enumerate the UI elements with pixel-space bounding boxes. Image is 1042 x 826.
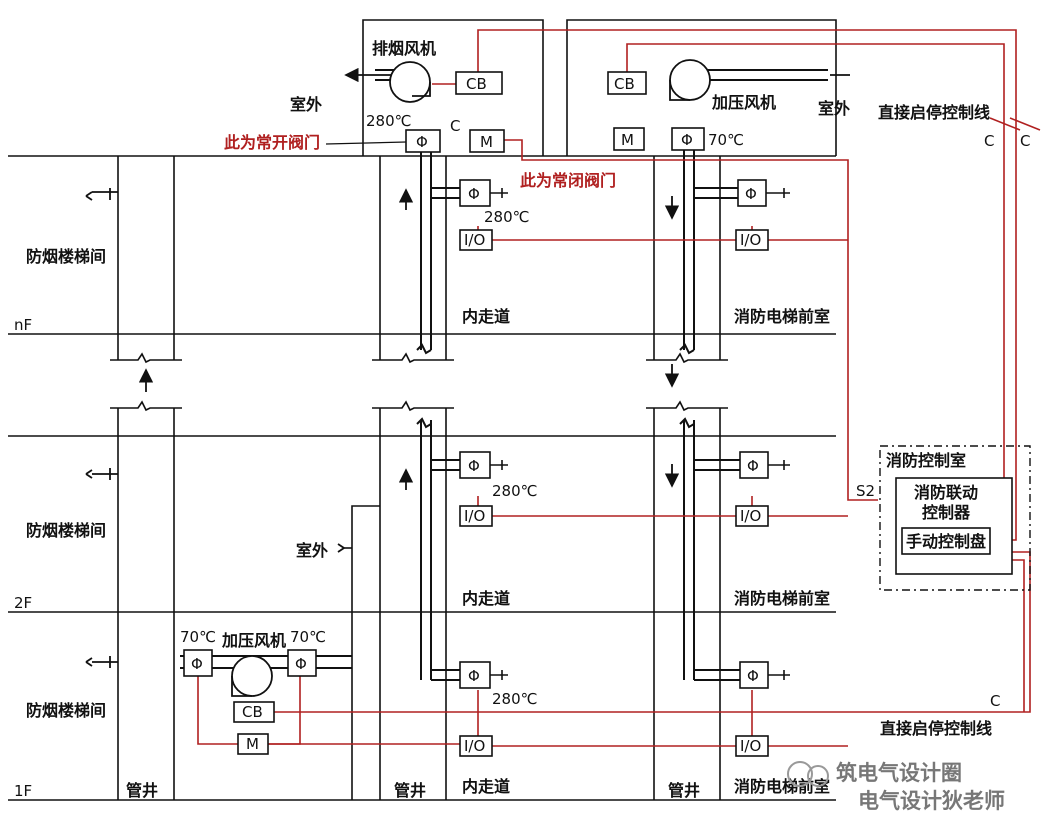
shaft-stair: 管井 xyxy=(126,781,158,800)
devices xyxy=(183,59,1031,757)
note-normally-open: 此为常开阀门 xyxy=(224,133,320,152)
damper-symbol-1f-right: Φ xyxy=(295,655,307,673)
motor-text-1f: M xyxy=(246,735,259,753)
room-corridor-nf: 内走道 xyxy=(462,307,510,326)
io-corridor-nf xyxy=(459,229,493,251)
pressurize-fan-label-1f: 加压风机 xyxy=(221,631,286,650)
direct-line-label-bottom: 直接启停控制线 xyxy=(880,719,992,738)
cb-text-exhaust: CB xyxy=(466,75,487,93)
shaft-lobby: 管井 xyxy=(668,781,700,800)
temp-exhaust-roof: 280℃ xyxy=(366,112,411,130)
watermark-line1: 筑电气设计圈 xyxy=(836,761,962,785)
motor-box-exhaust xyxy=(469,129,505,153)
room-lobby-nf: 消防电梯前室 xyxy=(734,307,830,326)
control-room-title: 消防控制室 xyxy=(886,451,966,470)
floor-label-2f: 2F xyxy=(14,594,32,612)
linkage-controller-line1: 消防联动 xyxy=(914,483,978,502)
damper-symbol-pressurize-roof: Φ xyxy=(681,131,693,149)
cb-text-pressurize: CB xyxy=(614,75,635,93)
damper-1f-left xyxy=(183,649,213,677)
floor-label-1f: 1F xyxy=(14,782,32,800)
cb-box-1f xyxy=(233,701,275,723)
damper-1f-right xyxy=(287,649,317,677)
watermark-line2: 电气设计狄老师 xyxy=(858,789,1005,813)
damper-symbol-corridor-2f: Φ xyxy=(468,457,480,475)
damper-pressurize-roof xyxy=(671,127,705,151)
io-text-lobby-1f: I/O xyxy=(740,737,761,755)
damper-symbol-lobby-2f: Φ xyxy=(747,457,759,475)
floor-label-nf: nF xyxy=(14,316,32,334)
temp-corridor-2f: 280℃ xyxy=(492,482,537,500)
room-lobby-2f: 消防电梯前室 xyxy=(734,589,830,608)
motor-box-pressurize xyxy=(613,127,645,151)
note-normally-closed: 此为常闭阀门 xyxy=(520,171,616,190)
io-corridor-2f xyxy=(459,505,493,527)
linkage-controller-line2: 控制器 xyxy=(922,503,971,522)
flow-arrows xyxy=(138,67,850,490)
temp-corridor-1f: 280℃ xyxy=(492,690,537,708)
temp-pressurize-roof: 70℃ xyxy=(708,131,744,149)
c-mark-top-right: C xyxy=(1020,132,1030,150)
damper-exhaust-roof xyxy=(405,129,441,153)
outdoor-label-left: 室外 xyxy=(290,95,322,114)
temp-corridor-nf: 280℃ xyxy=(484,208,529,226)
pressurize-fan-roof xyxy=(669,59,711,101)
direct-line-label-top: 直接启停控制线 xyxy=(878,103,990,122)
watermark: 筑电气设计圈 电气设计狄老师 xyxy=(787,761,1005,813)
shaft-corridor: 管井 xyxy=(394,781,426,800)
damper-symbol-corridor-nf: Φ xyxy=(468,185,480,203)
damper-symbol-exhaust-roof: Φ xyxy=(416,133,428,151)
io-corridor-1f xyxy=(459,735,493,757)
motor-text-pressurize: M xyxy=(621,131,634,149)
io-text-corridor-nf: I/O xyxy=(464,231,485,249)
io-lobby-1f xyxy=(735,735,769,757)
c-mark-bottom: C xyxy=(990,692,1000,710)
io-lobby-nf xyxy=(735,229,769,251)
motor-box-1f xyxy=(237,733,269,755)
pressurize-fan-label-roof: 加压风机 xyxy=(711,93,776,112)
room-corridor-2f: 内走道 xyxy=(462,589,510,608)
cb-text-1f: CB xyxy=(242,703,263,721)
temp-1f-left: 70℃ xyxy=(180,628,216,646)
room-stair-1f: 防烟楼梯间 xyxy=(26,701,106,720)
manual-panel-label: 手动控制盘 xyxy=(906,532,986,551)
room-stair-2f: 防烟楼梯间 xyxy=(26,521,106,540)
stair-vents xyxy=(85,188,345,668)
c-mark-exhaust: C xyxy=(450,117,460,135)
damper-corridor-1f xyxy=(459,661,491,689)
cb-box-pressurize xyxy=(607,71,647,95)
damper-symbol-1f-left: Φ xyxy=(191,655,203,673)
cb-box-exhaust xyxy=(455,71,503,95)
s2-mark: S2 xyxy=(856,482,875,500)
pressurize-fan-1f xyxy=(231,655,273,697)
linkage-controller-box xyxy=(895,477,1013,575)
temp-1f-right: 70℃ xyxy=(290,628,326,646)
io-lobby-2f xyxy=(735,505,769,527)
room-stair-nf: 防烟楼梯间 xyxy=(26,247,106,266)
io-text-corridor-1f: I/O xyxy=(464,737,485,755)
control-room-box xyxy=(879,445,1031,591)
motor-text-exhaust: M xyxy=(480,133,493,151)
outdoor-label-2f: 室外 xyxy=(296,541,328,560)
damper-symbol-lobby-nf: Φ xyxy=(745,185,757,203)
manual-panel-box xyxy=(901,527,991,555)
damper-symbol-corridor-1f: Φ xyxy=(468,667,480,685)
c-mark-top-left: C xyxy=(984,132,994,150)
io-text-lobby-nf: I/O xyxy=(740,231,761,249)
damper-symbol-lobby-1f: Φ xyxy=(747,667,759,685)
outdoor-label-right: 室外 xyxy=(818,99,850,118)
room-corridor-1f: 内走道 xyxy=(462,777,510,796)
exhaust-fan-label: 排烟风机 xyxy=(372,39,436,58)
room-lobby-1f: 消防电梯前室 xyxy=(734,777,830,796)
io-text-lobby-2f: I/O xyxy=(740,507,761,525)
exhaust-fan xyxy=(389,61,431,103)
io-text-corridor-2f: I/O xyxy=(464,507,485,525)
